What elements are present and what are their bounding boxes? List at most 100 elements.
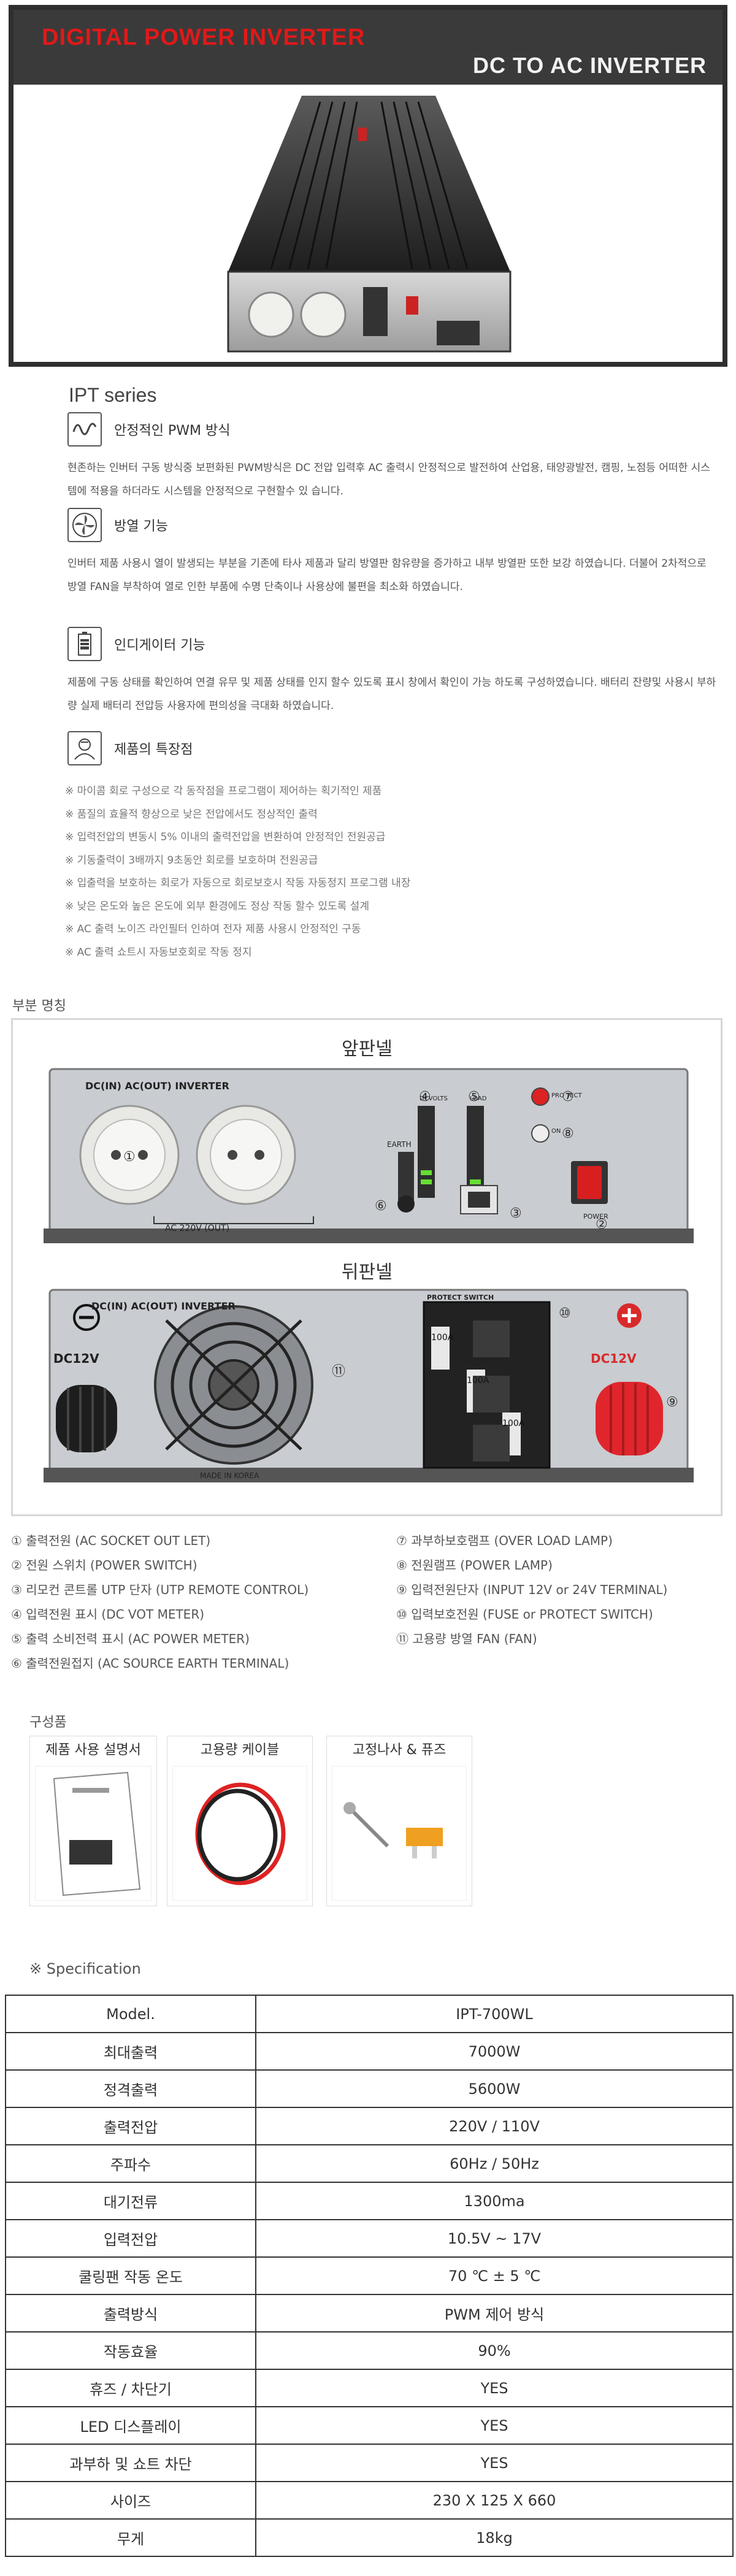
on-label: ON xyxy=(551,1128,561,1135)
legend-item: ⑨ 입력전원단자 (INPUT 12V or 24V TERMINAL) xyxy=(396,1582,668,1597)
list-item: ※ 품질의 효율적 향상으로 낮은 전압에서도 정상적인 출력 xyxy=(65,808,318,821)
spec-value: 1300ma xyxy=(255,2182,734,2220)
feature-title: 제품의 특장점 xyxy=(114,742,193,757)
list-item: ※ 마이콤 회로 구성으로 각 동작점을 프로그램이 제어하는 획기적인 제품 xyxy=(65,785,382,797)
feature-title: 인디게이터 기능 xyxy=(114,638,205,653)
spec-label: 입력전압 xyxy=(5,2219,256,2258)
back-panel-label: 뒤판넬 xyxy=(342,1262,393,1283)
svg-text:⑤: ⑤ xyxy=(468,1089,480,1105)
fuse-label: 100A xyxy=(467,1376,489,1386)
spec-value: YES xyxy=(255,2369,734,2407)
spec-label: 대기전류 xyxy=(5,2182,256,2220)
ac-socket-left xyxy=(79,1105,180,1205)
spec-value: 10.5V ~ 17V xyxy=(255,2219,734,2258)
component-label: 제품 사용 설명서 xyxy=(45,1742,141,1758)
spec-label: 최대출력 xyxy=(5,2032,256,2071)
cooling-fan xyxy=(154,1305,313,1465)
svg-text:②: ② xyxy=(596,1217,608,1232)
spec-value: 70 ℃ ± 5 ℃ xyxy=(255,2256,734,2295)
legend-item: ③ 리모컨 콘트롤 UTP 단자 (UTP REMOTE CONTROL) xyxy=(11,1582,309,1597)
spec-label: LED 디스플레이 xyxy=(5,2406,256,2445)
feature-text: 인버터 제품 사용시 열이 발생되는 부분을 기존에 타사 제품과 달리 방열판… xyxy=(67,558,707,593)
spec-title: ※ Specification xyxy=(29,1960,141,1977)
cable-icon xyxy=(195,1782,286,1885)
legend-item: ⑦ 과부하보호램프 (OVER LOAD LAMP) xyxy=(396,1533,613,1548)
legend-item: ② 전원 스위치 (POWER SWITCH) xyxy=(11,1558,197,1573)
list-item: ※ 입력전압의 변동시 5% 이내의 출력전압을 변환하여 안정적인 전원공급 xyxy=(65,831,386,843)
fan-icon xyxy=(67,508,102,542)
back-panel-image: ⑩ ⑨ ⑪ xyxy=(44,1289,694,1482)
battery-indicator-icon xyxy=(67,627,102,661)
feature-text: 현존하는 인버터 구동 방식중 보편화된 PWM방식은 DC 전압 입력후 AC… xyxy=(67,462,710,497)
manual-icon xyxy=(53,1771,141,1896)
legend-item: ① 출력전원 (AC SOCKET OUT LET) xyxy=(11,1533,211,1548)
spec-value: YES xyxy=(255,2406,734,2445)
legend-item: ⑩ 입력보호전원 (FUSE or PROTECT SWITCH) xyxy=(396,1607,653,1622)
spec-label: 쿨링팬 작동 온도 xyxy=(5,2256,256,2295)
legend-item: ⑥ 출력전원접지 (AC SOURCE EARTH TERMINAL) xyxy=(11,1656,289,1671)
component-label: 고용량 케이블 xyxy=(200,1742,280,1758)
component-card-cable: 고용량 케이블 xyxy=(167,1736,313,1906)
table-row: Model.IPT-700WL xyxy=(5,1995,734,2033)
product-feature-icon xyxy=(67,731,102,765)
inverter-product-image xyxy=(227,96,512,353)
spec-value: 230 X 125 X 660 xyxy=(255,2481,734,2520)
list-item: ※ AC 출력 쇼트시 자동보호회로 작동 정지 xyxy=(65,946,252,959)
hero-title: DIGITAL POWER INVERTER xyxy=(42,25,366,50)
spec-label: 사이즈 xyxy=(5,2481,256,2520)
parts-section-title: 부분 명칭 xyxy=(12,999,66,1014)
fuse-label: 100A xyxy=(502,1419,525,1428)
spec-label: 출력방식 xyxy=(5,2294,256,2333)
protect-label: PRO TECT xyxy=(551,1092,582,1099)
component-label: 고정나사 & 퓨즈 xyxy=(352,1742,447,1758)
list-item: ※ 입출력을 보호하는 회로가 자동으로 회로보호시 작동 자동정지 프로그램 … xyxy=(65,877,411,889)
feature-text: 제품에 구동 상태를 확인하여 연결 유무 및 제품 상태를 인지 할수 있도록… xyxy=(67,677,716,712)
svg-text:④: ④ xyxy=(419,1089,431,1105)
fuse-label: 100A xyxy=(431,1333,454,1343)
front-panel-image: ① ② ③ ④ ⑤ ⑥ ⑦ ⑧ xyxy=(44,1068,694,1243)
list-item: ※ 기동출력이 3배까지 9초동안 회로를 보호하며 전원공급 xyxy=(65,854,318,867)
spec-label: 출력전압 xyxy=(5,2107,256,2145)
made-in-label: MADE IN KOREA xyxy=(200,1471,259,1480)
spec-label: 무게 xyxy=(5,2518,256,2557)
parts-diagram: 앞판넬 ① ② ③ ④ ⑤ xyxy=(11,1018,723,1516)
legend-item: ⑤ 출력 소비전력 표시 (AC POWER METER) xyxy=(11,1631,250,1646)
load-label: LOAD xyxy=(470,1095,487,1102)
ac-socket-right xyxy=(196,1105,296,1205)
feature-title: 방열 기능 xyxy=(114,519,168,534)
hero-banner: DIGITAL POWER INVERTER DC TO AC INVERTER xyxy=(9,5,727,367)
components-title: 구성품 xyxy=(29,1715,67,1730)
svg-text:⑦: ⑦ xyxy=(562,1089,574,1105)
dc12v-left-label: DC12V xyxy=(53,1351,99,1366)
legend-item: ④ 입력전원 표시 (DC VOT METER) xyxy=(11,1607,205,1622)
protect-switch-label: PROTECT SWITCH xyxy=(427,1294,494,1301)
terminal-positive xyxy=(596,1303,663,1455)
cable-image xyxy=(172,1766,307,1901)
earth-label: EARTH xyxy=(387,1140,412,1149)
spec-label: 과부하 및 쇼트 차단 xyxy=(5,2444,256,2482)
front-panel-text: DC(IN) AC(OUT) INVERTER xyxy=(85,1080,229,1092)
screw-fuse-icon xyxy=(343,1802,443,1858)
svg-text:①: ① xyxy=(123,1149,136,1165)
feature-bullet-list: ※ 마이콤 회로 구성으로 각 동작점을 프로그램이 제어하는 획기적인 제품 … xyxy=(65,780,715,964)
spec-value: 7000W xyxy=(255,2032,734,2071)
front-panel-label: 앞판넬 xyxy=(342,1038,393,1060)
socket-label: AC 220V (OUT) xyxy=(165,1224,230,1233)
feature-title: 안정적인 PWM 방식 xyxy=(114,423,231,439)
back-panel-text: DC(IN) AC(OUT) INVERTER xyxy=(91,1300,236,1312)
spec-value: IPT-700WL xyxy=(255,1995,734,2033)
list-item: ※ AC 출력 노이즈 라인필터 인하여 전자 제품 사용시 안정적인 구동 xyxy=(65,923,361,935)
